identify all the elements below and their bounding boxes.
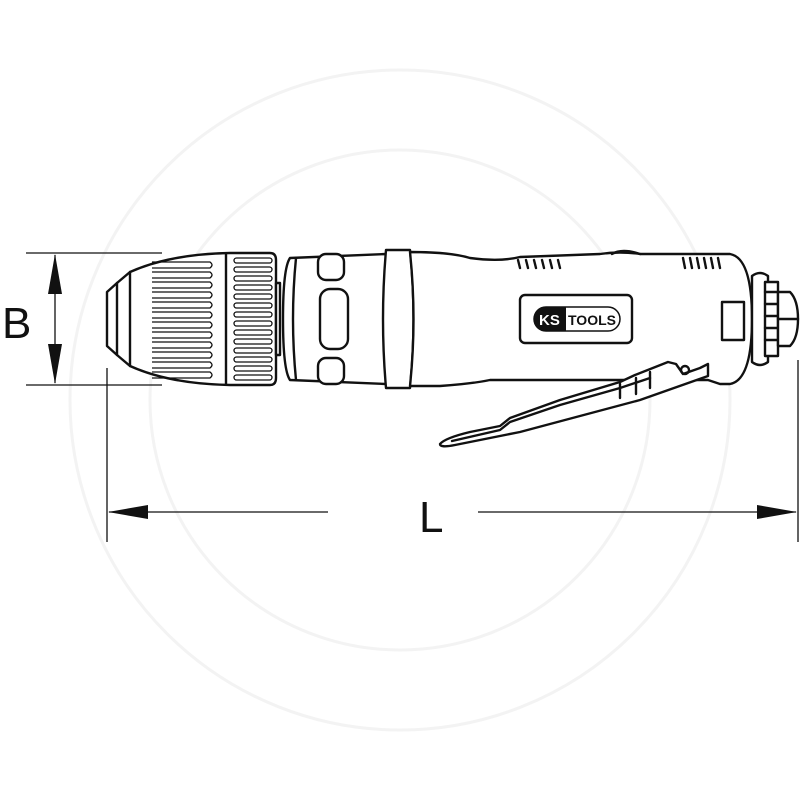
arrow-up-icon [48, 254, 62, 294]
dimension-l-label: L [419, 493, 443, 542]
speed-window [720, 300, 746, 342]
trigger-lever [438, 360, 710, 448]
watermark [68, 68, 732, 732]
arrow-left-icon [108, 505, 148, 519]
logo-ks: KS [539, 312, 560, 329]
logo-tools: TOOLS [568, 312, 616, 328]
dimension-b-label: B [2, 299, 31, 348]
front-housing [281, 248, 415, 390]
chuck-front-grip [152, 261, 213, 379]
arrow-right-icon [757, 505, 797, 519]
chuck-rear-grip [233, 257, 273, 381]
brand-logo-badge: KS TOOLS [518, 293, 634, 345]
arrow-down-icon [48, 344, 62, 384]
air-inlet-fitting [750, 271, 800, 367]
vent-slots-rear [681, 256, 722, 270]
keyless-chuck [105, 251, 282, 387]
vent-slots-front [516, 258, 562, 270]
dimension-b: B [2, 252, 162, 386]
dimension-l: L [106, 360, 799, 542]
